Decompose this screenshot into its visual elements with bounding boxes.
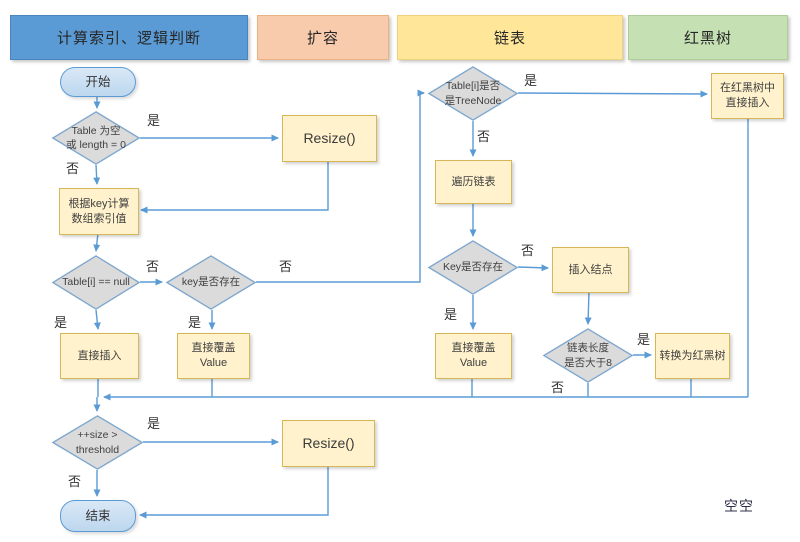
node-calc-index-label: 根据key计算 数组索引值 bbox=[68, 197, 130, 225]
node-insert-node: 插入结点 bbox=[552, 247, 629, 293]
node-overwrite-left-label: 直接覆盖 Value bbox=[191, 342, 236, 369]
decision-key-exists-label: key是否存在 bbox=[181, 276, 241, 289]
decision-table-i-null-label: Table[i] == null bbox=[62, 276, 130, 289]
decision-size-gt-threshold-label: ++size > threshold bbox=[75, 429, 120, 456]
diamond-shape bbox=[428, 66, 518, 121]
lane-header-red-black-tree: 红黑树 bbox=[628, 15, 788, 60]
diamond-shape bbox=[543, 328, 633, 383]
node-insert-node-label: 插入结点 bbox=[568, 263, 613, 276]
node-insert-direct: 直接插入 bbox=[60, 333, 139, 379]
node-resize-bottom-label: Resize() bbox=[302, 435, 355, 452]
decision-list-len-gt8-label: 链表长度 是否大于8 bbox=[564, 342, 612, 369]
label-no-table-i-null: 否 bbox=[146, 259, 160, 274]
node-overwrite-mid-label: 直接覆盖 Value bbox=[451, 342, 496, 369]
label-yes-list-len: 是 bbox=[637, 332, 651, 347]
edge-resize-to-calc-index bbox=[140, 160, 329, 214]
diamond-shape bbox=[428, 240, 518, 295]
label-no-key-exists: 否 bbox=[279, 259, 293, 274]
lane-header-linked-list-label: 链表 bbox=[493, 30, 526, 47]
watermark-text: 空空 bbox=[724, 498, 754, 514]
decision-is-treenode: Table[i]是否 是TreeNode bbox=[428, 66, 518, 121]
decision-key-exists: key是否存在 bbox=[166, 255, 256, 310]
label-yes-table-empty: 是 bbox=[147, 113, 161, 128]
lane-header-calc-index: 计算索引、逻辑判断 bbox=[10, 15, 248, 60]
decision-table-empty: Table 为空 或 length = 0 bbox=[52, 111, 140, 165]
edge-calc-index-to-table-i-null bbox=[93, 232, 101, 252]
diamond-shape bbox=[52, 415, 143, 470]
diamond-shape bbox=[166, 255, 256, 310]
label-no-key-exists-mid: 否 bbox=[521, 243, 535, 258]
diamond-shape bbox=[52, 111, 140, 165]
node-traverse-list-label: 遍历链表 bbox=[451, 175, 496, 188]
label-no-list-len: 否 bbox=[551, 380, 565, 395]
node-start: 开始 bbox=[60, 67, 136, 97]
node-to-rbtree-label: 转换为红黑树 bbox=[659, 349, 726, 362]
label-yes-is-treenode: 是 bbox=[524, 73, 538, 88]
edge-table-i-null-yes-to-insert-direct bbox=[93, 309, 101, 330]
label-yes-key-exists: 是 bbox=[188, 315, 202, 330]
lane-header-resize: 扩容 bbox=[257, 15, 389, 60]
decision-table-empty-label: Table 为空 或 length = 0 bbox=[66, 124, 126, 151]
node-rbtree-insert-label: 在红黑树中 直接插入 bbox=[720, 82, 775, 109]
label-yes-size-check: 是 bbox=[147, 416, 161, 431]
decision-table-i-null: Table[i] == null bbox=[52, 255, 140, 310]
lane-header-calc-index-label: 计算索引、逻辑判断 bbox=[56, 30, 201, 47]
node-calc-index: 根据key计算 数组索引值 bbox=[59, 188, 139, 235]
decision-key-exists-mid: Key是否存在 bbox=[428, 240, 518, 295]
node-to-rbtree: 转换为红黑树 bbox=[655, 333, 730, 379]
edge-is-treenode-yes-to-rbtree-insert bbox=[517, 90, 708, 98]
node-traverse-list: 遍历链表 bbox=[435, 160, 512, 204]
lane-header-linked-list: 链表 bbox=[397, 15, 623, 60]
decision-list-len-gt8: 链表长度 是否大于8 bbox=[543, 328, 633, 383]
node-overwrite-mid: 直接覆盖 Value bbox=[435, 333, 512, 379]
node-end-label: 结束 bbox=[85, 508, 111, 523]
decision-key-exists-mid-label: Key是否存在 bbox=[442, 261, 504, 274]
edge-insert-node-to-list-len bbox=[584, 290, 592, 325]
edge-table-empty-no-to-calc-index bbox=[93, 164, 101, 185]
node-resize-top-label: Resize() bbox=[303, 130, 356, 147]
label-no-table-empty: 否 bbox=[66, 161, 80, 176]
node-resize-bottom: Resize() bbox=[282, 420, 375, 467]
label-no-size-check: 否 bbox=[68, 474, 82, 489]
node-rbtree-insert: 在红黑树中 直接插入 bbox=[711, 73, 784, 119]
decision-is-treenode-label: Table[i]是否 是TreeNode bbox=[444, 80, 502, 107]
node-resize-top: Resize() bbox=[282, 115, 377, 162]
lane-header-resize-label: 扩容 bbox=[306, 30, 339, 47]
node-insert-direct-label: 直接插入 bbox=[77, 349, 122, 362]
label-no-is-treenode: 否 bbox=[477, 129, 491, 144]
decision-size-gt-threshold: ++size > threshold bbox=[52, 415, 143, 470]
node-end: 结束 bbox=[60, 500, 136, 532]
edge-key-exists-mid-no-to-insert-node bbox=[517, 264, 549, 272]
diamond-shape bbox=[52, 255, 140, 310]
label-yes-table-i-null: 是 bbox=[54, 315, 68, 330]
edge-resize-bottom-to-end bbox=[139, 465, 329, 519]
label-yes-key-exists-mid: 是 bbox=[444, 307, 458, 322]
node-start-label: 开始 bbox=[85, 74, 111, 89]
lane-header-red-black-tree-label: 红黑树 bbox=[683, 30, 732, 47]
node-overwrite-left: 直接覆盖 Value bbox=[177, 333, 250, 379]
